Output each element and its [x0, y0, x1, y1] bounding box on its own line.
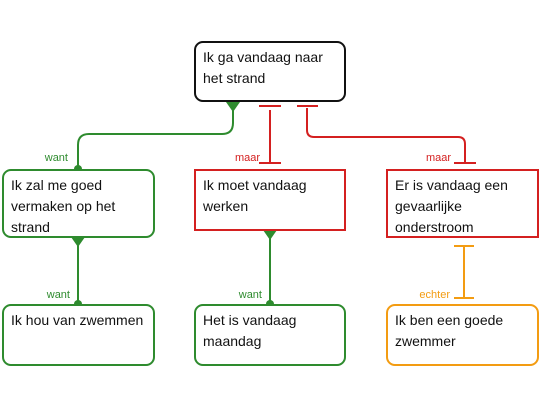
edge-label-n6-n3: echter: [419, 289, 450, 301]
node-n6[interactable]: Ik ben een goede zwemmer: [386, 304, 539, 366]
edge-label-n5-n2: want: [238, 289, 262, 301]
node-n5[interactable]: Het is vandaag maandag: [194, 304, 346, 366]
node-n4[interactable]: Ik hou van zwemmen: [2, 304, 155, 366]
edge-n1-root: [77, 103, 234, 170]
node-n2[interactable]: Ik moet vandaag werken: [194, 169, 346, 231]
edge-n1-root-arrow: [226, 102, 240, 112]
edge-label-n2-root: maar: [234, 152, 260, 164]
edge-label-n3-root: maar: [425, 152, 451, 164]
edge-n3-root: [306, 108, 466, 163]
node-n3[interactable]: Er is vandaag een gevaarlijke onderstroo…: [386, 169, 539, 238]
edge-n4-n1-arrow: [71, 237, 85, 247]
node-n1[interactable]: Ik zal me goed vermaken op het strand: [2, 169, 155, 238]
edge-label-n1-root: want: [44, 152, 68, 164]
edge-label-n4-n1: want: [46, 289, 70, 301]
edge-n5-n2-arrow: [263, 230, 277, 240]
node-root[interactable]: Ik ga vandaag naar het strand: [194, 41, 346, 102]
